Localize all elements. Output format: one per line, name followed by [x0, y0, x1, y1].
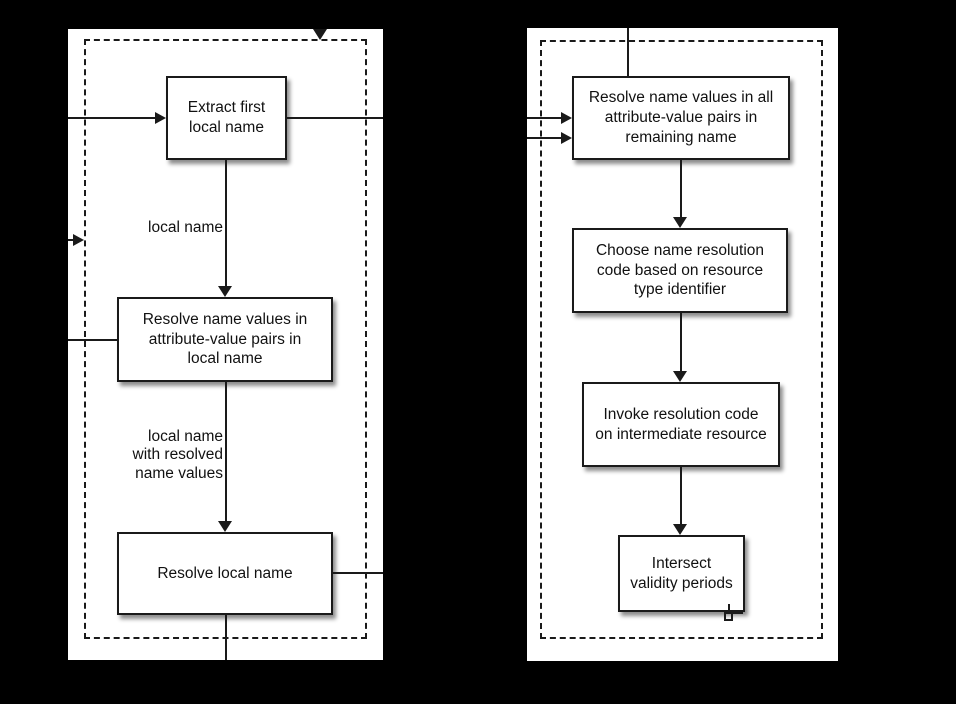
node-choose-resolution-code: Choose name resolution code based on res… — [572, 228, 788, 313]
edge-resolve-all-to-choose-line — [680, 160, 682, 218]
edge-resolve-all-to-choose-arrowhead-icon — [673, 217, 687, 228]
node-invoke-resolution-code: Invoke resolution code on intermediate r… — [582, 382, 780, 467]
edge-label-local-name: local name — [148, 219, 223, 236]
incoming-top-arrowhead-icon — [313, 29, 327, 40]
connector-anchor-horizontal-line — [727, 612, 743, 614]
node-resolve-all-name-values: Resolve name values in all attribute-val… — [572, 76, 790, 160]
edge-resolve-values-to-resolve-local-arrowhead-icon — [218, 521, 232, 532]
node-resolve-name-values-local: Resolve name values in attribute-value p… — [117, 297, 333, 382]
node-resolve-local-name: Resolve local name — [117, 532, 333, 615]
connector-anchor-stub-line — [728, 604, 730, 614]
right-flow-panel: Resolve name values in all attribute-val… — [527, 28, 838, 661]
node-extract-first-local-name: Extract first local name — [166, 76, 287, 160]
incoming-border-line — [68, 239, 74, 241]
outgoing-extract-right-line — [287, 117, 383, 119]
incoming-left-arrowhead-1-icon — [561, 112, 572, 124]
incoming-top-line — [627, 28, 629, 76]
edge-choose-to-invoke-arrowhead-icon — [673, 371, 687, 382]
outgoing-resolve-local-bottom-line — [225, 615, 227, 660]
edge-extract-to-resolve-values-arrowhead-icon — [218, 286, 232, 297]
edge-resolve-values-to-resolve-local-line — [225, 382, 227, 522]
incoming-border-arrowhead-icon — [73, 234, 84, 246]
node-intersect-validity-periods: Intersect validity periods — [618, 535, 745, 612]
outgoing-resolve-local-right-line — [333, 572, 383, 574]
incoming-left-arrowhead-2-icon — [561, 132, 572, 144]
incoming-resolve-values-line — [68, 339, 117, 341]
edge-invoke-to-intersect-line — [680, 467, 682, 525]
incoming-extract-arrowhead-icon — [155, 112, 166, 124]
right-dashed-boundary — [540, 40, 823, 639]
edge-invoke-to-intersect-arrowhead-icon — [673, 524, 687, 535]
incoming-left-line-1 — [527, 117, 562, 119]
edge-extract-to-resolve-values-line — [225, 160, 227, 287]
left-flow-panel: Extract first local name local name Reso… — [68, 29, 383, 660]
edge-label-local-name-with-resolved: local name with resolved name values — [132, 428, 223, 482]
connector-anchor-glyph-icon — [724, 612, 733, 621]
incoming-left-line-2 — [527, 137, 562, 139]
incoming-extract-line — [68, 117, 156, 119]
edge-choose-to-invoke-line — [680, 313, 682, 372]
